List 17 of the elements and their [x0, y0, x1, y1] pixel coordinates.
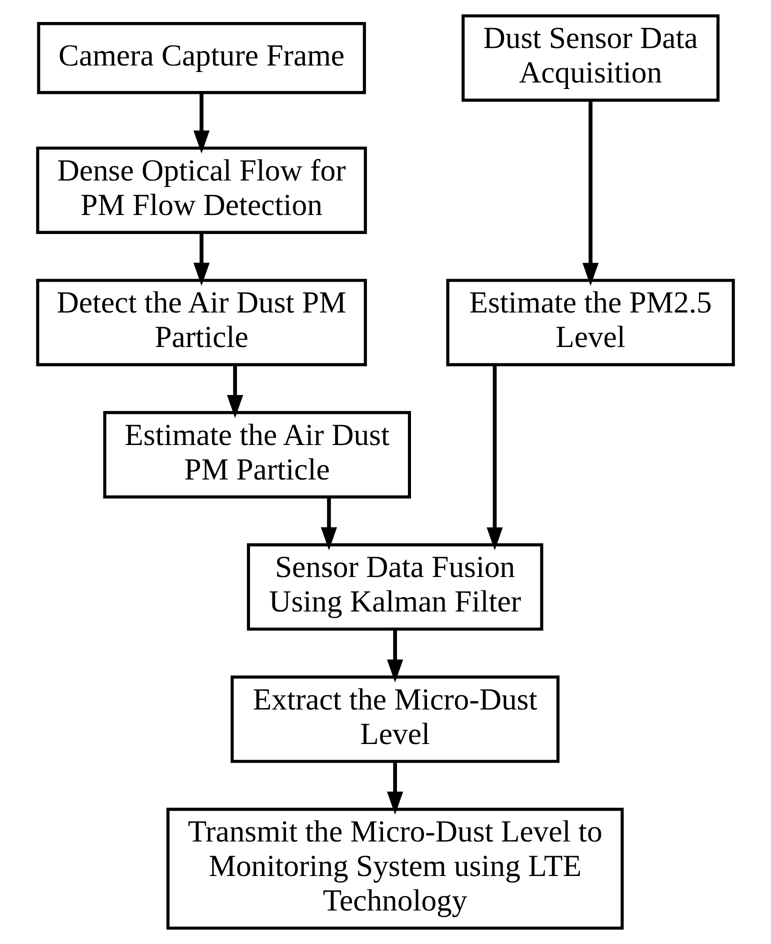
node-box: Estimate the Air Dust PM Particle: [103, 411, 411, 498]
arrow: [320, 497, 338, 550]
node-box: Sensor Data Fusion Using Kalman Filter: [246, 543, 544, 631]
node-box: Transmit the Micro-Dust Level to Monitoring System using LTE Technology: [166, 808, 624, 930]
node-box: Camera Capture Frame: [37, 22, 366, 94]
node-box: Estimate the PM2.5 Level: [446, 278, 735, 366]
arrow: [582, 100, 599, 286]
arrow: [387, 630, 404, 683]
arrow: [227, 365, 244, 418]
node-box: Dust Sensor Data Acquisition: [462, 14, 720, 102]
arrow: [193, 92, 210, 154]
arrow: [486, 365, 503, 550]
node-box: Detect the Air Dust PM Particle: [36, 278, 367, 366]
arrow: [387, 762, 404, 815]
node-box: Extract the Micro-Dust Level: [230, 676, 560, 763]
arrow: [193, 232, 210, 286]
node-box: Dense Optical Flow for PM Flow Detection: [36, 146, 367, 234]
